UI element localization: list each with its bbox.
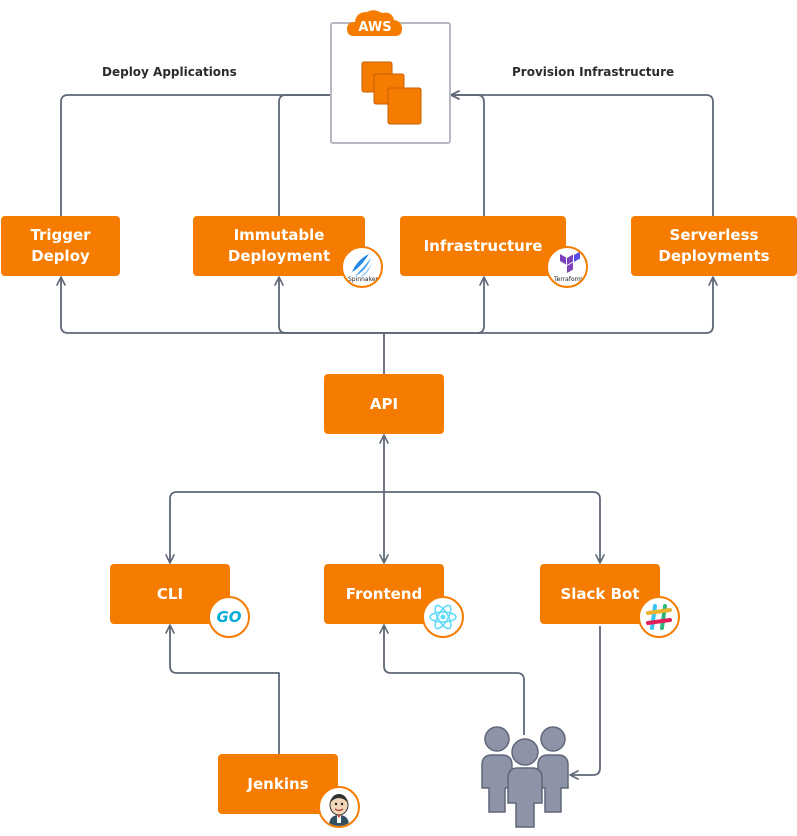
jenkins-icon <box>318 786 360 828</box>
spinnaker-badge-text: Spinnaker <box>348 276 378 283</box>
edge-api-to-infrastructure <box>384 276 489 334</box>
node-trigger-deploy-label: Trigger Deploy <box>30 226 91 265</box>
users-group-icon <box>481 726 569 828</box>
node-frontend-label: Frontend <box>345 584 423 603</box>
terraform-badge-text: Terraform <box>554 276 583 283</box>
edge-users-to-frontend <box>379 624 525 735</box>
slack-icon <box>638 596 680 638</box>
aws-badge-text: AWS <box>358 20 391 35</box>
react-icon <box>422 596 464 638</box>
node-jenkins-label: Jenkins <box>247 774 309 793</box>
edge-slack-bot-to-users <box>569 626 601 780</box>
ec2-instances-icon <box>361 61 422 125</box>
go-badge-text: GO <box>216 608 242 626</box>
edge-label-provision-infrastructure: Provision Infrastructure <box>512 65 675 79</box>
node-frontend[interactable]: Frontend <box>324 564 444 624</box>
edge-api-to-serverless <box>384 276 718 334</box>
edge-jenkins-to-cli <box>165 624 280 754</box>
edge-serverless-to-aws <box>450 90 714 216</box>
node-immutable-deployment-label: Immutable Deployment <box>227 226 331 265</box>
edge-immutable-to-aws <box>278 90 364 216</box>
edge-trigger-deploy-to-aws <box>60 90 364 216</box>
node-infrastructure-label: Infrastructure <box>423 236 543 255</box>
edge-label-deploy-applications: Deploy Applications <box>102 65 237 79</box>
node-api[interactable]: API <box>324 374 444 434</box>
edge-to-slack-bot <box>384 491 605 564</box>
spinnaker-icon: Spinnaker <box>341 246 383 288</box>
aws-cloud-icon: AWS <box>347 10 402 37</box>
node-serverless-deployments-label: Serverless Deployments <box>658 226 770 265</box>
edge-to-cli <box>165 491 384 564</box>
edge-api-to-immutable <box>274 276 384 334</box>
terraform-icon: Terraform <box>546 246 588 288</box>
node-trigger-deploy[interactable]: Trigger Deploy <box>1 216 120 276</box>
node-api-label: API <box>369 394 399 413</box>
edge-infrastructure-to-aws <box>450 90 485 216</box>
go-icon: GO <box>208 596 250 638</box>
node-serverless-deployments[interactable]: Serverless Deployments <box>631 216 797 276</box>
node-infrastructure[interactable]: Infrastructure <box>400 216 566 276</box>
node-cli-label: CLI <box>156 584 184 603</box>
node-slack-bot-label: Slack Bot <box>560 584 640 603</box>
edge-api-to-trigger-deploy <box>56 276 384 334</box>
node-immutable-deployment[interactable]: Immutable Deployment <box>193 216 365 276</box>
